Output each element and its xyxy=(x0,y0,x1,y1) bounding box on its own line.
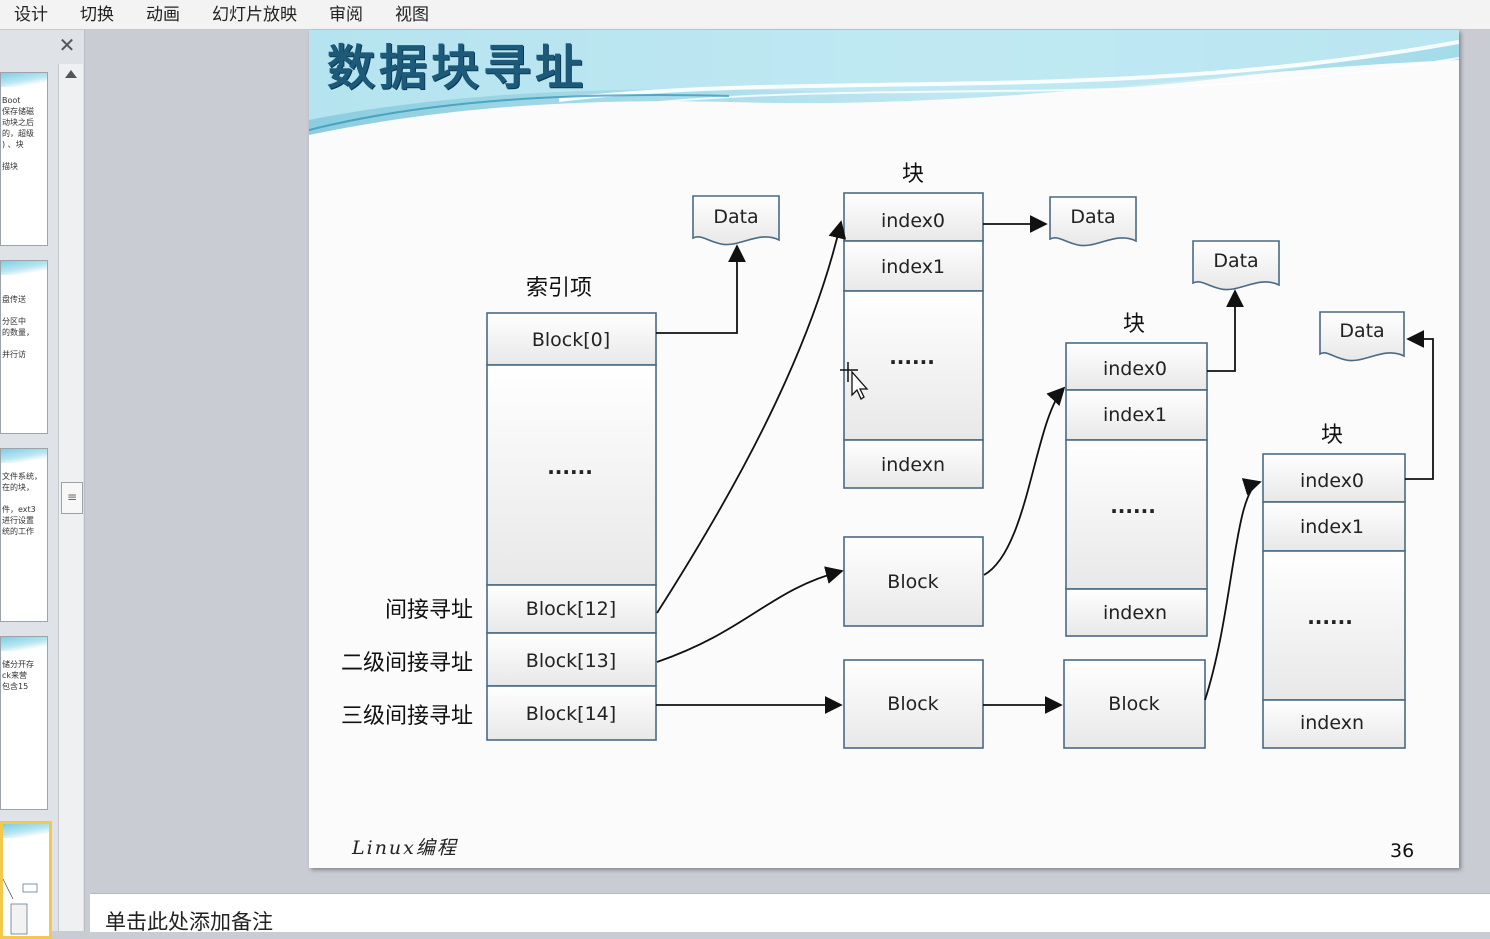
slide-title: 数据块寻址 xyxy=(327,40,588,96)
data-label: Data xyxy=(713,206,758,228)
slide-thumbnail[interactable]: Boot 保存储磁 动块之后 的，超级 ) 、块 描块 xyxy=(0,72,48,246)
data-label: Data xyxy=(1070,206,1115,228)
pointer-blocks xyxy=(843,536,1206,749)
data-label: Data xyxy=(1339,320,1384,342)
thumb-header-wave xyxy=(3,824,49,838)
index-cell: index0 xyxy=(881,210,945,232)
block-2 xyxy=(1065,342,1208,637)
thumb-text: Boot 保存储磁 动块之后 的，超级 ) 、块 描块 xyxy=(2,96,34,171)
scroll-up-icon[interactable] xyxy=(65,70,77,78)
tab-review[interactable]: 审阅 xyxy=(329,4,363,25)
thumb-header-wave xyxy=(1,449,47,463)
slide-thumbnail-pane: ✕ Boot 保存储磁 动块之后 的，超级 ) 、块 描块 盘传送 分区中 的数… xyxy=(0,30,85,939)
scrollbar-thumb[interactable]: ≡ xyxy=(61,482,83,514)
index-cell: index1 xyxy=(881,256,945,278)
thumb-header-wave xyxy=(1,73,47,87)
label-indirect: 间接寻址 xyxy=(385,598,473,623)
close-pane-icon[interactable]: ✕ xyxy=(58,33,76,57)
tab-transitions[interactable]: 切换 xyxy=(80,4,114,25)
mouse-cursor-icon xyxy=(840,362,869,400)
thumb-text: 文件系统， 在的块， 件，ext3 进行设置 统的工作 xyxy=(2,472,42,536)
data-doc-shapes xyxy=(692,195,1405,362)
index-cell: indexn xyxy=(881,454,945,476)
tab-slideshow[interactable]: 幻灯片放映 xyxy=(212,4,297,25)
block-header: 块 xyxy=(902,162,924,187)
index-cell-block0: Block[0] xyxy=(532,329,610,351)
block-box-label: Block xyxy=(887,571,938,593)
thumb-header-wave xyxy=(1,261,47,275)
thumb-text: 储分开存 ck来营 包含15 xyxy=(2,660,34,691)
thumb-header-wave xyxy=(1,637,47,651)
index-cell-block13: Block[13] xyxy=(526,650,616,672)
slide-header-wave xyxy=(309,30,1459,135)
notes-placeholder[interactable]: 单击此处添加备注 xyxy=(105,910,273,934)
index-cell: indexn xyxy=(1103,602,1167,624)
block-3 xyxy=(1262,453,1406,749)
index-table-header: 索引项 xyxy=(526,276,592,301)
index-cell: index0 xyxy=(1103,358,1167,380)
index-cell: index0 xyxy=(1300,470,1364,492)
ribbon-menu-bar: 设计 切换 动画 幻灯片放映 审阅 视图 xyxy=(0,0,1490,30)
slide-thumbnail[interactable]: 储分开存 ck来营 包含15 xyxy=(0,636,48,810)
block-1 xyxy=(843,192,984,489)
notes-pane[interactable]: 单击此处添加备注 xyxy=(90,893,1490,934)
index-cell-block14: Block[14] xyxy=(526,703,616,725)
tab-view[interactable]: 视图 xyxy=(395,4,429,25)
index-cell-ellipsis: ...... xyxy=(547,455,593,479)
slide-thumbnail-active[interactable] xyxy=(0,821,52,939)
thumb-text: 盘传送 分区中 的数量， 并行访 xyxy=(2,295,34,359)
block-box-label: Block xyxy=(1108,693,1159,715)
block-header: 块 xyxy=(1321,423,1343,448)
block-header: 块 xyxy=(1123,312,1145,337)
thumbnail-scrollbar[interactable]: ≡ xyxy=(58,64,83,931)
index-cell: index1 xyxy=(1300,516,1364,538)
slide-canvas[interactable]: 数据块寻址 索引项 块 块 块 Block[0] ...... Block[12… xyxy=(309,30,1459,868)
slide-number: 36 xyxy=(1390,840,1415,862)
index-table xyxy=(486,312,657,741)
slide-thumbnail[interactable]: 盘传送 分区中 的数量， 并行访 xyxy=(0,260,48,434)
index-cell: index1 xyxy=(1103,404,1167,426)
index-cell: indexn xyxy=(1300,712,1364,734)
thumb-diagram-preview xyxy=(3,878,38,935)
tab-animations[interactable]: 动画 xyxy=(146,4,180,25)
slide-footer: Linux编程 xyxy=(352,837,458,859)
index-cell: ...... xyxy=(1110,494,1156,518)
index-cell: ...... xyxy=(889,345,935,369)
block-box-label: Block xyxy=(887,693,938,715)
block-addressing-diagram: 索引项 块 块 块 Block[0] ...... Block[12] Bloc… xyxy=(341,162,1434,749)
slide-thumbnail[interactable]: 文件系统， 在的块， 件，ext3 进行设置 统的工作 xyxy=(0,448,48,622)
data-label: Data xyxy=(1213,250,1258,272)
label-triple-indirect: 三级间接寻址 xyxy=(341,704,473,729)
index-cell: ...... xyxy=(1307,605,1353,629)
label-double-indirect: 二级间接寻址 xyxy=(341,651,473,676)
tab-design[interactable]: 设计 xyxy=(14,4,48,25)
diagram-arrows xyxy=(656,215,1434,714)
index-cell-block12: Block[12] xyxy=(526,598,616,620)
